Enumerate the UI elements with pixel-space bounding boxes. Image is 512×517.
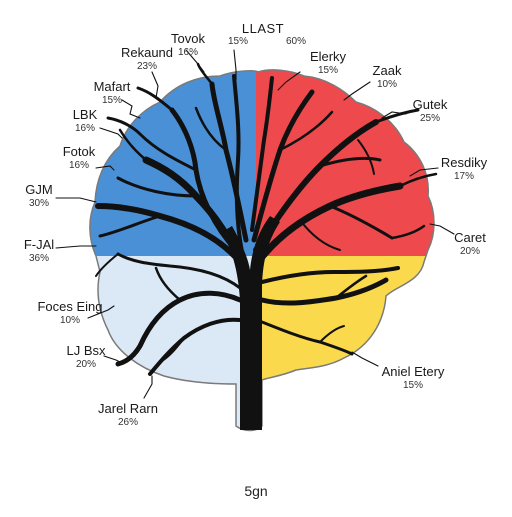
tree	[95, 62, 438, 430]
label-jarel: Jarel Rarn 26%	[98, 401, 158, 428]
region-yellow	[256, 256, 434, 431]
label-caret: Caret 20%	[454, 230, 486, 257]
label-llast-pct: 60%	[285, 36, 306, 47]
leader-lines	[55, 49, 455, 399]
label-llast-top: 15%	[227, 36, 248, 47]
label-fjal: F-JAl 36%	[23, 237, 55, 264]
footer-caption: 5gn	[244, 483, 268, 499]
label-ljbsx: LJ Bsx 20%	[66, 343, 106, 370]
label-llast-name: LLAST	[241, 21, 285, 36]
label-elerky: Elerky 15%	[309, 49, 347, 76]
label-aniel: Aniel Etery 15%	[381, 364, 445, 391]
label-resdiky: Resdiky 17%	[440, 155, 488, 182]
label-foces: Foces Eing 10%	[37, 299, 103, 326]
label-tovok: Tovok 16%	[171, 31, 205, 58]
label-zaak: Zaak 10%	[372, 63, 402, 90]
tree-trunk	[222, 216, 280, 430]
label-lbk: LBK 16%	[72, 107, 98, 134]
label-gutek: Gutek 25%	[412, 97, 448, 124]
label-mafart: Mafart 15%	[93, 79, 131, 106]
label-gjm: GJM 30%	[25, 182, 53, 209]
label-llast: LLAST	[218, 21, 308, 37]
label-fotok: Fotok 16%	[62, 144, 96, 171]
label-rekaund: Rekaund 23%	[120, 45, 174, 72]
